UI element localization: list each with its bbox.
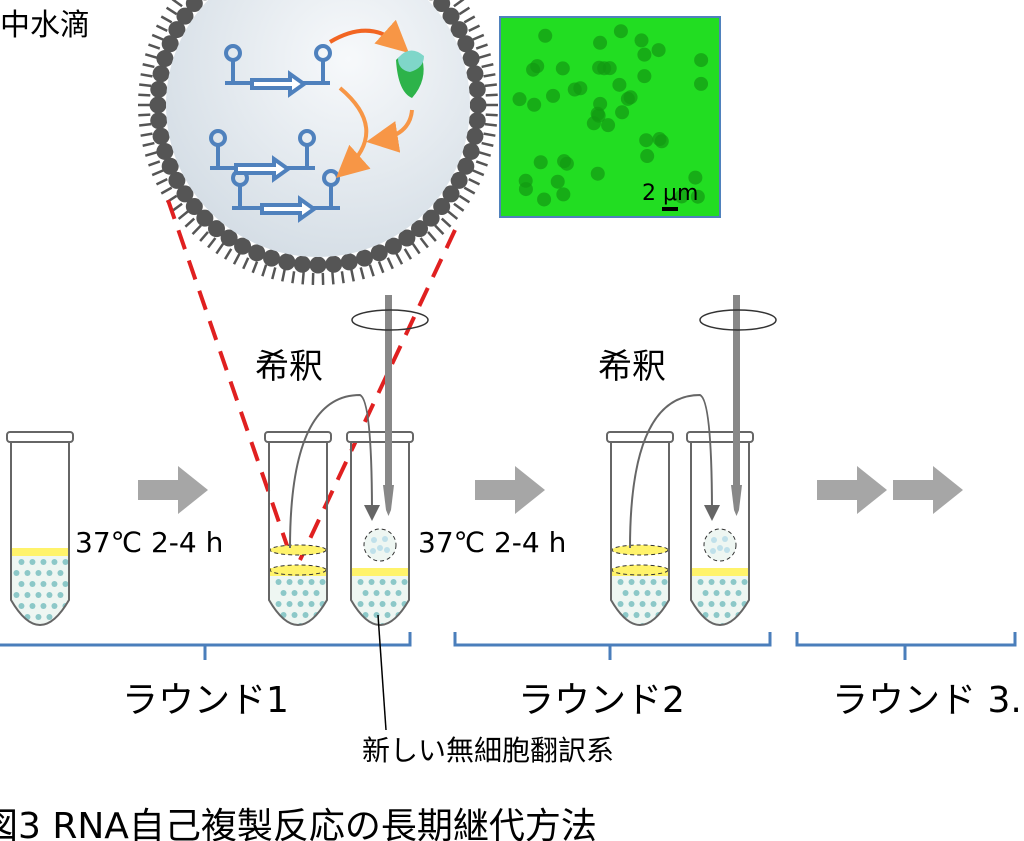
- scale-bar-label: 2 μm: [642, 181, 698, 206]
- transfer-arrow: [289, 393, 380, 549]
- test-tube: [264, 431, 332, 626]
- transfer-arrow: [629, 393, 720, 549]
- round-brackets: [0, 632, 1017, 660]
- pointer-line: [377, 614, 387, 731]
- replication-arrow: [336, 86, 371, 178]
- dilution-label: 希釈: [598, 347, 666, 387]
- stirring-rod: [351, 295, 429, 516]
- rna-replicator-diagram: [209, 44, 340, 223]
- microscope-image: 2 μm: [499, 16, 721, 218]
- droplet-label: 油中水滴: [0, 8, 90, 43]
- round-3-label: ラウンド 3...: [832, 680, 1024, 721]
- zoom-line: [298, 229, 457, 561]
- test-tube: [606, 431, 674, 626]
- round-2-label: ラウンド2: [518, 680, 685, 721]
- test-tube: [6, 431, 74, 626]
- incubation-label: 37℃ 2-4 h: [418, 526, 566, 559]
- transferred-droplet: [703, 528, 737, 562]
- transferred-droplet: [363, 528, 397, 562]
- figure-caption: 図3 RNA自己複製反応の長期継代方法: [0, 806, 597, 841]
- round-1-label: ラウンド1: [122, 680, 289, 721]
- scale-bar: [662, 207, 678, 211]
- test-tube: [686, 431, 754, 626]
- process-arrows: [138, 466, 963, 514]
- stirring-rod: [699, 295, 777, 516]
- water-in-oil-droplet: [138, 0, 498, 285]
- test-tube: [346, 431, 414, 626]
- translation-arrow: [328, 19, 409, 54]
- new-cell-free-system-label: 新しい無細胞翻訳系: [362, 734, 614, 767]
- dilution-label: 希釈: [255, 347, 323, 387]
- replicase-arrow: [366, 109, 414, 153]
- incubation-label: 37℃ 2-4 h: [75, 526, 223, 559]
- lipid-membrane: [138, 0, 498, 285]
